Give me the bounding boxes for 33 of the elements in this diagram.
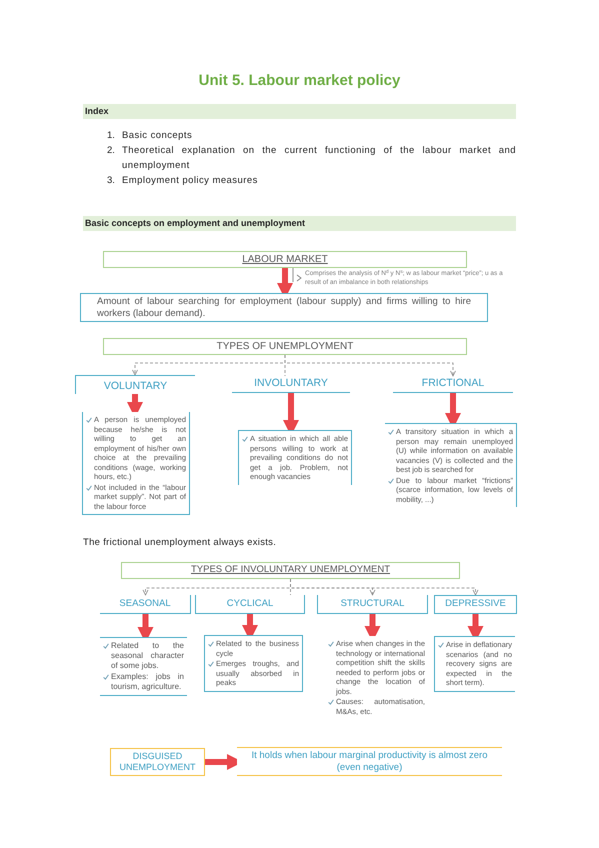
- description-box: [204, 635, 303, 692]
- category-heading: VOLUNTARY: [75, 375, 195, 394]
- category-heading: CYCLICAL: [195, 595, 305, 614]
- list-item: Basic concepts: [122, 129, 194, 143]
- description-box: [385, 423, 517, 507]
- section-band: Basic concepts on employment and unemployment: [83, 216, 516, 231]
- category-heading: DEPRESSIVE: [434, 595, 517, 614]
- list-number: 3.: [107, 174, 115, 188]
- list-number: 2.: [107, 144, 115, 158]
- bullet-text: Related to the seasonal character of some jobs.: [111, 641, 184, 671]
- section-band: Index: [83, 104, 516, 119]
- dashed-connector: [284, 354, 456, 376]
- category-heading: SEASONAL: [100, 595, 191, 614]
- note-text: The frictional unemployment always exists.: [83, 536, 276, 549]
- description-box: [434, 636, 515, 692]
- definition-box: Amount of labour searching for employment (labour supply) and firms willing to hire workers (labour demand).: [80, 293, 488, 322]
- category-heading: STRUCTURAL: [317, 595, 428, 614]
- description-box: [82, 412, 190, 515]
- description-box: [100, 637, 187, 696]
- title-box: TYPES OF INVOLUNTARY UNEMPLOYMENT: [121, 562, 460, 579]
- category-heading: INVOLUNTARY: [232, 376, 350, 393]
- list-number: 1.: [107, 129, 115, 143]
- title-box: TYPES OF UNEMPLOYMENT: [103, 338, 467, 355]
- definition-box: It holds when labour marginal productivity is almost zero (even negative): [237, 747, 502, 776]
- highlight-box: DISGUISED UNEMPLOYMENT: [110, 748, 205, 776]
- title-box: LABOUR MARKET: [103, 251, 467, 268]
- list-item: Theoretical explanation on the current functioning of the labour market and unemployment: [122, 144, 516, 173]
- category-heading: FRICTIONAL: [393, 376, 513, 393]
- page-title: Unit 5. Labour market policy: [198, 72, 400, 90]
- description-box: [238, 430, 352, 484]
- bullet-text: Examples: jobs in tourism, agriculture.: [111, 672, 184, 692]
- dashed-connector: [290, 578, 478, 596]
- list-item: Employment policy measures: [122, 174, 259, 188]
